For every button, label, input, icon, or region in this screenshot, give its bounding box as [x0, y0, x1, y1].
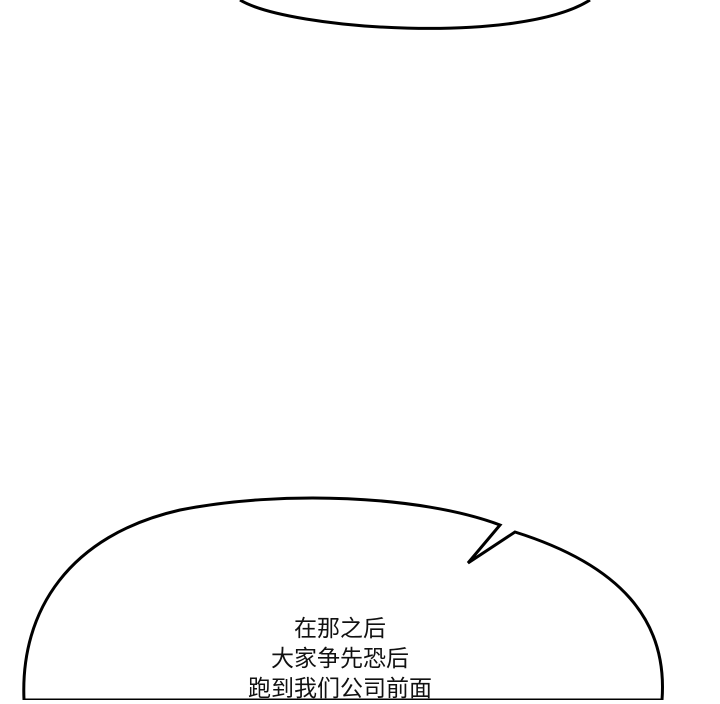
bubble-line: 大家争先恐后 [271, 646, 409, 672]
bubble-line: 跑到我们公司前面 [248, 676, 432, 702]
speech-bubble-top [239, 0, 591, 30]
speech-bubble-text: 在那之后 大家争先恐后 跑到我们公司前面 [0, 614, 680, 704]
speech-bubble-bottom [22, 496, 664, 700]
bubble-line: 在那之后 [294, 616, 386, 642]
